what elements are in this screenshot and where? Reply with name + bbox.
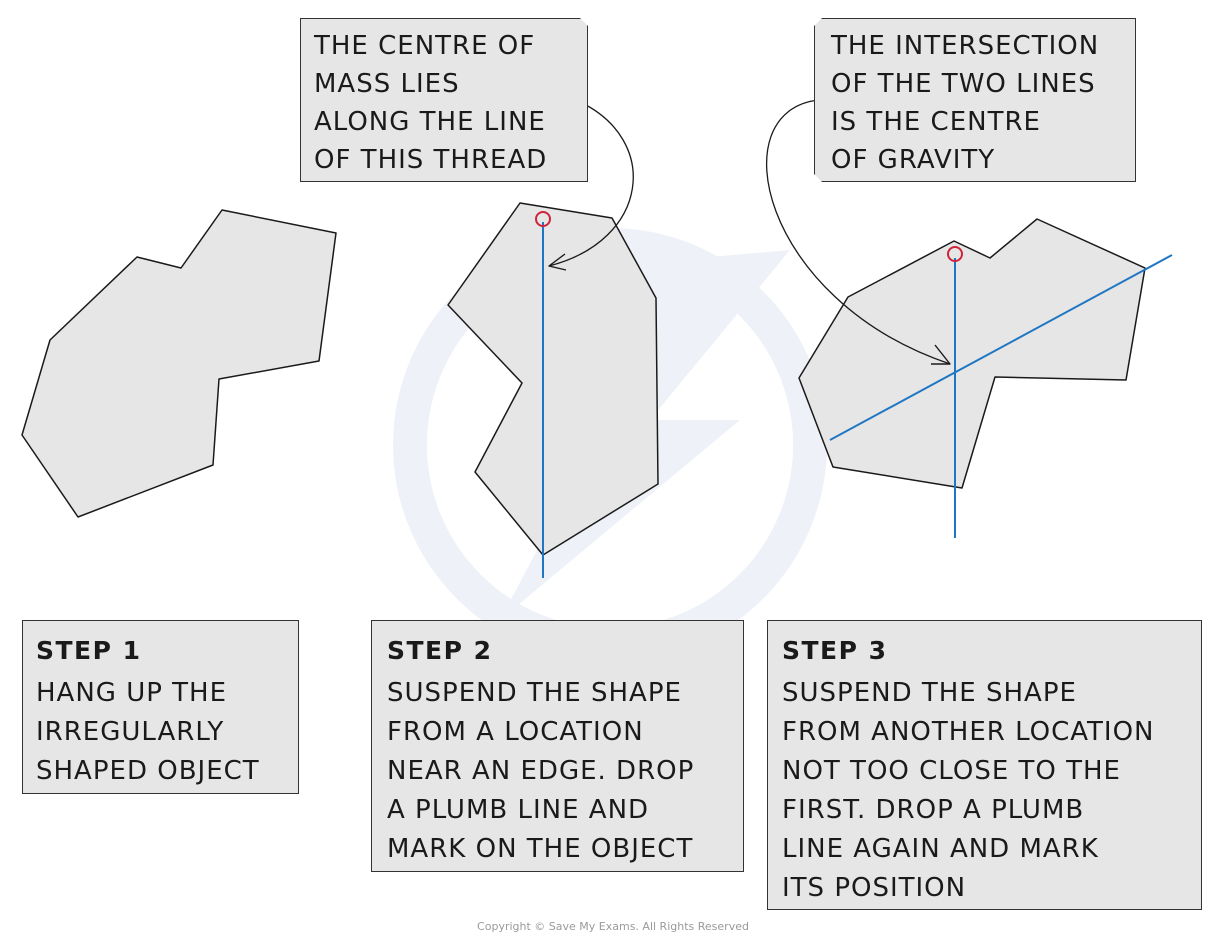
callout-line: THE CENTRE OF bbox=[314, 31, 536, 61]
step-line: NOT TOO CLOSE TO THE bbox=[782, 756, 1121, 786]
step-line: SUSPEND THE SHAPE bbox=[782, 678, 1077, 708]
callout-centre-of-mass-thread: THE CENTRE OF MASS LIES ALONG THE LINE O… bbox=[300, 18, 588, 182]
step-2-box: STEP 2 SUSPEND THE SHAPE FROM A LOCATION… bbox=[371, 620, 744, 872]
suspension-point-step-3 bbox=[947, 246, 963, 262]
step-line: ITS POSITION bbox=[782, 873, 967, 903]
step-line: IRREGULARLY bbox=[36, 717, 225, 747]
callout-line: OF THIS THREAD bbox=[314, 145, 548, 175]
irregular-shape-step-2 bbox=[447, 202, 659, 556]
step-line: NEAR AN EDGE. DROP bbox=[387, 756, 695, 786]
step-title: STEP 2 bbox=[387, 636, 493, 665]
step-3-box: STEP 3 SUSPEND THE SHAPE FROM ANOTHER LO… bbox=[767, 620, 1202, 910]
callout-line: THE INTERSECTION bbox=[831, 31, 1100, 61]
callout-line: IS THE CENTRE bbox=[831, 107, 1041, 137]
step-line: A PLUMB LINE AND bbox=[387, 795, 650, 825]
step-line: LINE AGAIN AND MARK bbox=[782, 834, 1099, 864]
step-line: FROM ANOTHER LOCATION bbox=[782, 717, 1155, 747]
callout-intersection-centre-of-gravity: THE INTERSECTION OF THE TWO LINES IS THE… bbox=[814, 18, 1136, 182]
step-line: MARK ON THE OBJECT bbox=[387, 834, 694, 864]
suspension-point-step-2 bbox=[535, 211, 551, 227]
step-1-box: STEP 1 HANG UP THE IRREGULARLY SHAPED OB… bbox=[22, 620, 299, 794]
step-title: STEP 3 bbox=[782, 636, 888, 665]
step-title: STEP 1 bbox=[36, 636, 142, 665]
irregular-shape-step-1 bbox=[21, 209, 337, 518]
step-line: SHAPED OBJECT bbox=[36, 756, 260, 786]
step-line: HANG UP THE bbox=[36, 678, 228, 708]
step-line: SUSPEND THE SHAPE bbox=[387, 678, 682, 708]
irregular-shape-step-3 bbox=[798, 218, 1146, 489]
callout-line: ALONG THE LINE bbox=[314, 107, 546, 137]
callout-line: OF GRAVITY bbox=[831, 145, 996, 175]
plumb-line-step-3-first bbox=[829, 254, 1173, 441]
callout-line: OF THE TWO LINES bbox=[831, 69, 1096, 99]
step-line: FROM A LOCATION bbox=[387, 717, 644, 747]
step-line: FIRST. DROP A PLUMB bbox=[782, 795, 1085, 825]
copyright-notice: Copyright © Save My Exams. All Rights Re… bbox=[477, 920, 749, 933]
callout-line: MASS LIES bbox=[314, 69, 460, 99]
